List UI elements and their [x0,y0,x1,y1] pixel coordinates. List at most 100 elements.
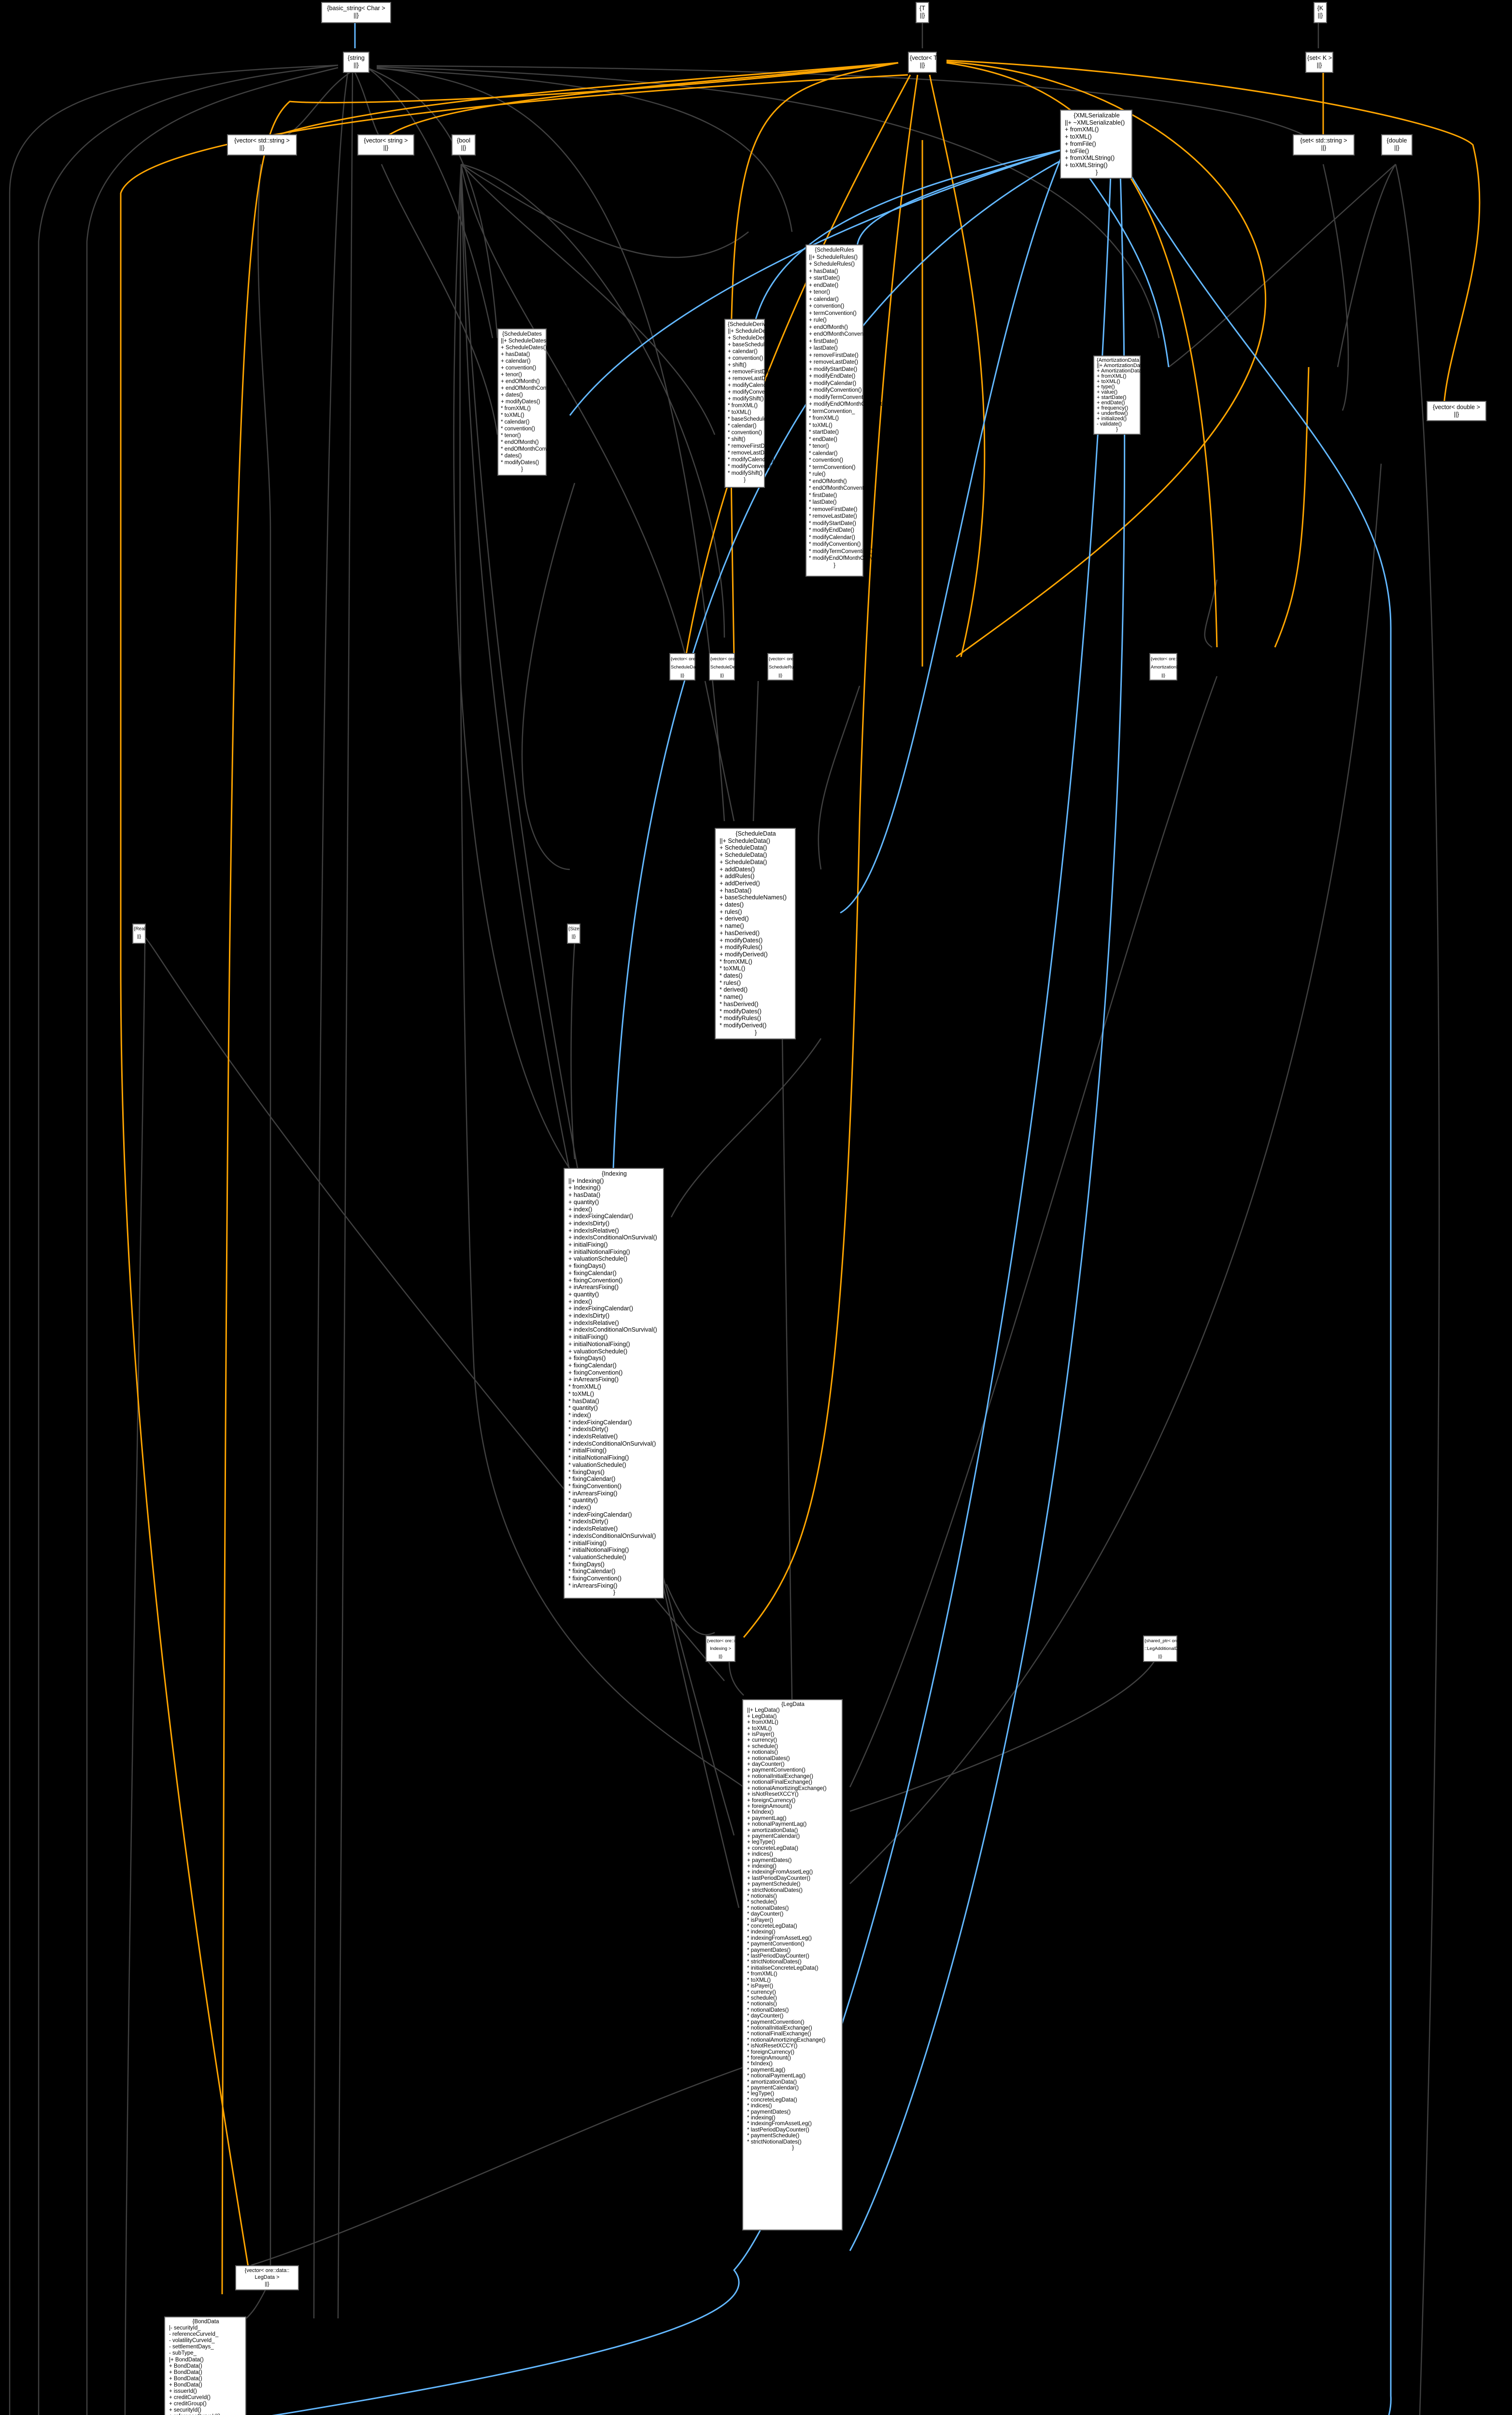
class-node-schedulerules[interactable]: {ScheduleRules ||+ ScheduleRules() + Sch… [805,244,893,577]
node-member: * fromXML() [728,403,758,409]
node-member: ||} [353,61,359,69]
node-member: * convention() [809,457,843,463]
node-member: + fromFile() [1065,140,1096,147]
node-member: ||} [1316,61,1322,69]
node-member: + fixingDays() [568,1263,606,1270]
node-member: + valuationSchedule() [568,1348,628,1355]
class-node-bonddata[interactable]: {BondData |- securityId_ - referenceCurv… [164,2316,246,2415]
class-node-k[interactable]: {K ||} [1314,2,1327,23]
node-member: + shift() [728,362,747,368]
node-member: + fromXML() [1065,126,1099,133]
node-member: + modifyDates() [720,937,763,944]
class-node-bool[interactable]: {bool ||} [452,134,476,156]
node-member: ||+ AmortizationData() [1097,363,1148,369]
class-node-set-k[interactable]: {set< K > ||} [1305,52,1333,73]
class-node-scheduledata[interactable]: {ScheduleData ||+ ScheduleData() + Sched… [715,828,796,1039]
node-member: + fromXMLString() [1065,155,1115,162]
node-member: * notionals() [747,1893,777,1899]
node-member: ||} [1321,144,1327,151]
class-node-vector-scheduledates[interactable]: {vector< ore::data:: ScheduleDates > ||} [669,653,710,681]
node-member: * removeFirstDate() [728,443,777,449]
node-title: {ScheduleRules [815,247,854,253]
node-member: ||} [383,144,389,151]
class-node-amortizationdata[interactable]: {AmortizationData ||+ AmortizationData()… [1093,355,1148,435]
node-member: + underflow() [1097,411,1128,416]
node-member: * dates() [720,972,743,980]
node-end: } [613,1589,616,1596]
node-title: {Real [134,926,145,932]
class-node-vector-schedulerules[interactable]: {vector< ore::data:: ScheduleRules > ||} [767,653,807,681]
node-member: + frequency() [1097,405,1129,411]
class-node-scheduledates[interactable]: {ScheduleDates ||+ ScheduleDates() + Sch… [497,328,568,476]
node-member: + BondData() [169,2363,202,2369]
class-node-shared-ptr-legadditionaldata[interactable]: {shared_ptr< ore::data ::LegAdditionalDa… [1143,1635,1190,1662]
node-member: + paymentLag() [747,1815,787,1821]
class-node-vector-double[interactable]: {vector< double > ||} [1427,401,1486,421]
class-node-vector-std-string[interactable]: {vector< std::string > ||} [227,134,297,156]
node-title: {vector< ore::data:: [244,2268,290,2273]
class-node-vector-schedulederived[interactable]: {vector< ore::data:: ScheduleDerived > |… [709,653,749,681]
node-member: * strictNotionalDates() [747,2138,802,2145]
node-member: + indexIsRelative() [568,1227,619,1234]
class-node-set-std-string[interactable]: {set< std::string > ||} [1293,134,1355,156]
node-member: + tenor() [809,289,830,295]
node-member: + notionalInitialExchange() [747,1773,813,1779]
node-member: + endOfMonthConvention() [501,385,568,391]
node-member: + notionalPaymentLag() [747,1821,807,1828]
node-member: * removeLastDate() [728,450,776,456]
class-node-vector-t[interactable]: {vector< T > ||} [908,52,943,73]
node-member: * modifyEndDate() [809,527,854,533]
node-member: + modifyEndDate() [809,373,856,379]
class-node-legdata[interactable]: {LegData ||+ LegData() + LegData() + fro… [742,1699,843,2230]
node-member: + toXML() [1097,379,1120,384]
node-title: {AmortizationData [1097,357,1140,363]
node-title: {basic_string< Char > [327,5,385,12]
node-member: * valuationSchedule() [568,1461,626,1468]
node-title: {vector< T > [910,55,943,61]
node-member: * fixingCalendar() [568,1568,616,1575]
class-node-vector-legdata[interactable]: {vector< ore::data:: LegData > ||} [235,2265,299,2290]
class-node-basic-string[interactable]: {basic_string< Char > ||} [321,2,391,23]
node-member: * calendar() [809,450,838,456]
node-member: + firstDate() [809,338,838,344]
class-node-string[interactable]: {string ||} [343,52,369,73]
class-node-schedulederived[interactable]: {ScheduleDerived ||+ ScheduleDerived() +… [724,319,781,488]
node-member: + modifyEndOfMonthConvention() [809,401,893,407]
class-node-vector-indexing[interactable]: {vector< ore::data:: Indexing > ||} [706,1635,746,1662]
node-member: * inArrearsFixing() [568,1490,618,1497]
node-title: {BondData [192,2319,219,2325]
class-node-real[interactable]: {Real ||} [132,923,146,944]
node-member: + tenor() [501,372,522,378]
node-member: + initialNotionalFixing() [568,1248,630,1255]
class-node-xmlserializable[interactable]: {XMLSerializable ||+ ~XMLSerializable() … [1060,110,1132,179]
class-node-double[interactable]: {double ||} [1381,134,1413,156]
node-member: * fromXML() [568,1383,601,1391]
node-member: * termConvention() [809,464,856,470]
node-member: + addRules() [720,873,755,880]
node-member: + addDates() [720,866,755,873]
node-member: * indexIsConditionalOnSurvival() [568,1532,656,1539]
class-node-vector-string[interactable]: {vector< string > ||} [357,134,414,156]
node-member: + modifyStartDate() [809,366,858,372]
class-node-vector-amortizationdata[interactable]: {vector< ore::data:: AmortizationData > … [1149,653,1190,681]
node-member: + quantity() [568,1291,599,1298]
node-member: * paymentDates() [747,1946,791,1953]
class-node-indexing[interactable]: {Indexing ||+ Indexing() + Indexing() + … [564,1168,664,1599]
node-member: ||} [718,1654,723,1659]
node-member: * modifyCalendar() [809,534,855,540]
node-member: + fixingCalendar() [568,1362,617,1369]
class-node-t[interactable]: {T ||} [916,2,929,23]
node-title: {vector< ore::data:: [671,656,710,662]
node-end: } [1095,169,1098,176]
class-node-size[interactable]: {Size ||} [567,923,580,944]
node-member: + hasData() [720,887,752,894]
node-member: * modifyEndOfMonthConvention() [809,555,892,561]
node-member: + fixingDays() [568,1355,606,1362]
node-title: {vector< ore::data:: [1151,656,1190,662]
node-member: * modifyRules() [720,1015,762,1022]
node-member: + ScheduleDates() [501,345,547,351]
node-member: + dayCounter() [747,1761,785,1768]
node-member: + modifyShift() [728,396,764,402]
node-member: + toXMLString() [1065,161,1108,169]
node-member: * notionalDates() [747,1904,789,1911]
